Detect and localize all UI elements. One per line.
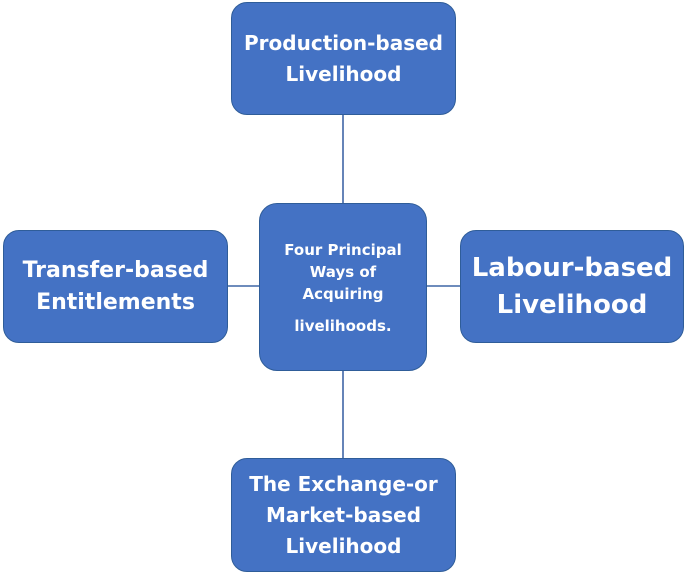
node-exchange-market-based: The Exchange-or Market-based Livelihood [231, 458, 456, 572]
center-title: Four Principal Ways of Acquiring [284, 241, 402, 303]
node-transfer-based: Transfer-based Entitlements [3, 230, 228, 343]
node-production-based: Production-based Livelihood [231, 2, 456, 115]
node-center: Four Principal Ways of Acquiring livelih… [259, 203, 427, 371]
node-labour-based: Labour-based Livelihood [460, 230, 684, 343]
center-subtitle: livelihoods. [294, 317, 392, 335]
